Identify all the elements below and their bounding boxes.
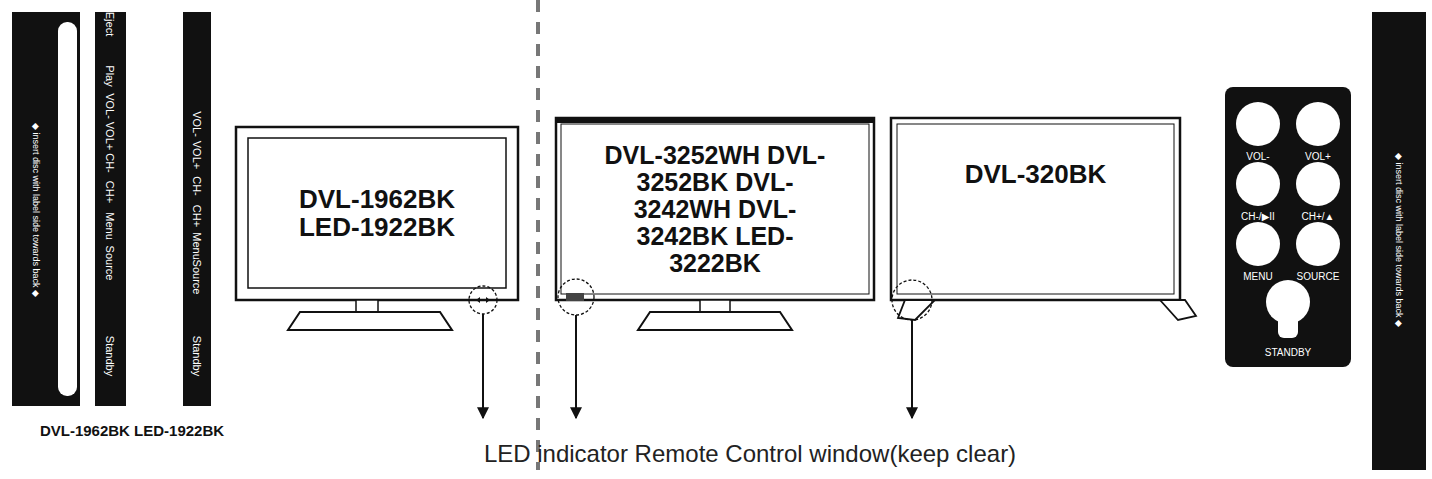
button-label: Eject: [104, 12, 116, 36]
button-label: Standby: [191, 336, 203, 376]
button-label: CH-: [104, 153, 116, 173]
button-label: VOL+: [1305, 151, 1331, 162]
button-label: CH-/▶II: [1241, 211, 1275, 222]
button-label: VOL-: [104, 93, 116, 119]
button-label: VOL-: [1246, 151, 1269, 162]
disc-instruction: ◆ insert disc with label side towards ba…: [1393, 153, 1403, 327]
button-label: Source: [104, 246, 116, 281]
model-number: DVL-320BK: [906, 160, 1166, 188]
button-label: Standby: [104, 336, 116, 376]
model-number: DVL-3252WH DVL-3252BK DVL-3242WH DVL-324…: [600, 142, 830, 277]
model-caption: DVL-1962BK LED-1922BK: [40, 423, 224, 440]
tv-screen: DVL-1962BK LED-1922BK: [250, 140, 504, 286]
button-label: CH+: [191, 205, 203, 227]
button-label: CH+: [104, 181, 116, 203]
indicator-note: LED indicator Remote Control window(keep…: [484, 441, 1016, 467]
model-number: DVL-1962BK LED-1922BK: [272, 185, 482, 241]
button-label: STANDBY: [1265, 347, 1312, 358]
button-label: SOURCE: [1297, 271, 1340, 282]
button-label: MENU: [1243, 271, 1272, 282]
button-label: CH+/▲: [1302, 211, 1335, 222]
button-label: CH-: [191, 176, 203, 196]
disc-instruction: ◆ insert disc with label side towards ba…: [30, 123, 40, 297]
button-label: Source: [191, 260, 203, 295]
button-label: Menu: [104, 212, 116, 240]
button-label: Menu: [191, 232, 203, 260]
tv-screen: DVL-3252WH DVL-3252BK DVL-3242WH DVL-324…: [563, 126, 867, 292]
button-label: VOL-: [191, 111, 203, 137]
button-label: VOL+: [191, 141, 203, 169]
button-label: Play: [104, 65, 116, 86]
button-label: VOL+: [104, 122, 116, 150]
tv-screen: DVL-320BK: [899, 126, 1172, 292]
